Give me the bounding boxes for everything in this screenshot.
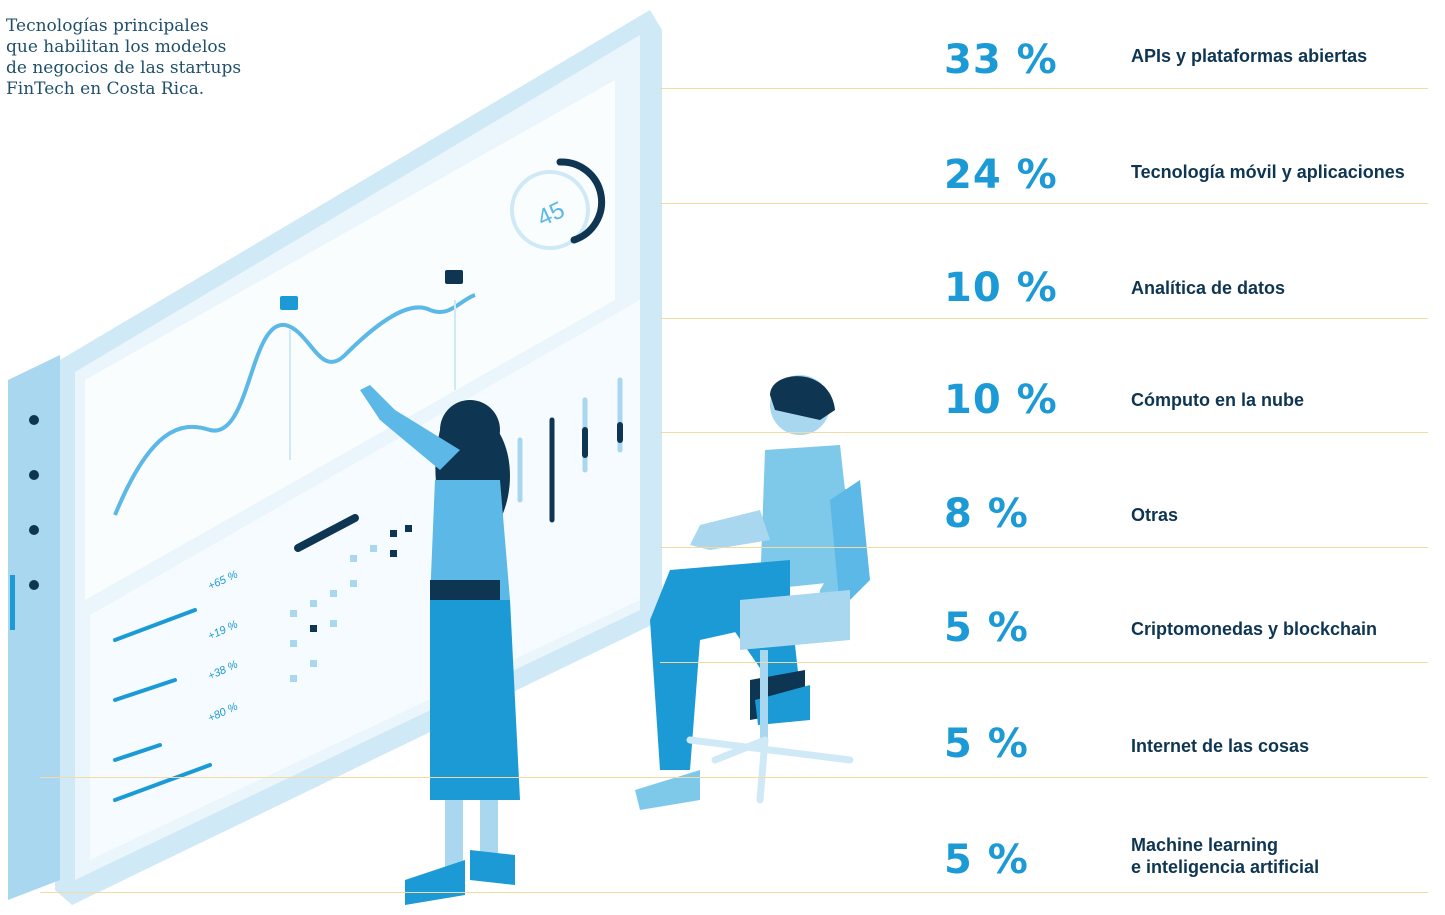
row-divider bbox=[660, 318, 1428, 319]
row-divider bbox=[660, 432, 1428, 433]
percentage-value: 33 % bbox=[944, 37, 1058, 83]
percentage-value: 10 % bbox=[944, 265, 1058, 311]
technology-label: Analítica de datos bbox=[1131, 278, 1286, 298]
dashboard-illustration: 45 +65 % +19 % +38 % +80 % bbox=[8, 10, 870, 905]
row-divider bbox=[660, 203, 1428, 204]
technology-label: Criptomonedas y blockchain bbox=[1131, 619, 1378, 639]
technology-label: Cómputo en la nube bbox=[1131, 390, 1304, 410]
row-divider bbox=[40, 777, 1428, 778]
intro-caption: Tecnologías principales que habilitan lo… bbox=[6, 16, 242, 99]
percentage-value: 24 % bbox=[944, 152, 1058, 198]
technology-label: APIs y plataformas abiertas bbox=[1131, 46, 1368, 66]
technology-label: Internet de las cosas bbox=[1131, 736, 1310, 756]
percentage-value: 5 % bbox=[944, 605, 1029, 651]
technology-label: Tecnología móvil y aplicaciones bbox=[1131, 162, 1405, 182]
row-divider bbox=[660, 88, 1428, 89]
percentage-value: 8 % bbox=[944, 491, 1029, 537]
row-divider bbox=[660, 662, 1428, 663]
technology-label: Machine learning e inteligencia artifici… bbox=[1131, 835, 1320, 877]
row-divider bbox=[40, 892, 1428, 893]
row-divider bbox=[660, 547, 1428, 548]
percentage-value: 5 % bbox=[944, 837, 1029, 883]
percentage-value: 10 % bbox=[944, 377, 1058, 423]
percentage-value: 5 % bbox=[944, 721, 1029, 767]
technology-label: Otras bbox=[1131, 505, 1179, 525]
